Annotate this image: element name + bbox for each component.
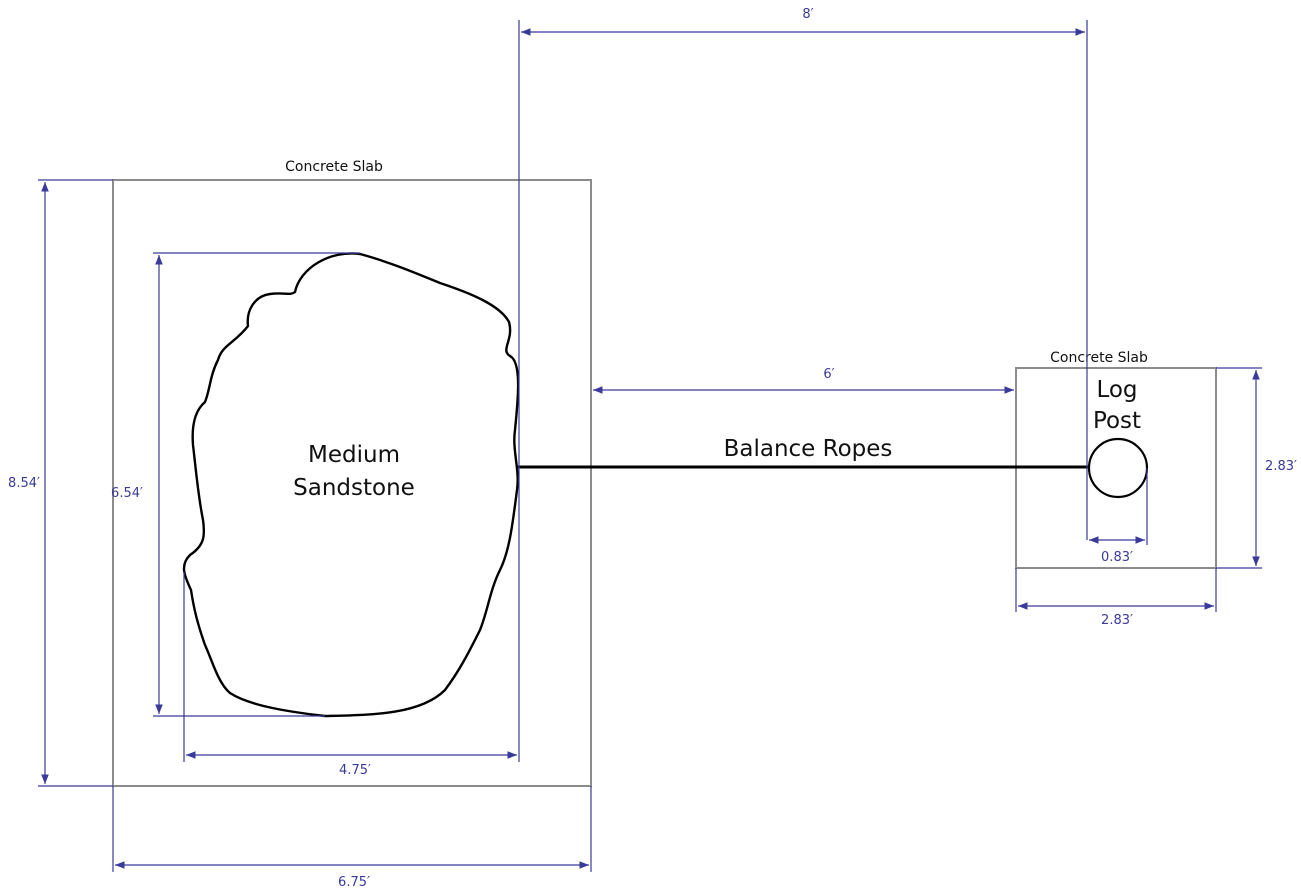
dim-right-slab-width: 2.83′ <box>1015 568 1217 628</box>
rope-label: Balance Ropes <box>724 436 893 462</box>
rock-label-line1: Medium <box>308 442 400 468</box>
left-slab-label: Concrete Slab <box>285 159 383 175</box>
dim-rock-width-text: 4.75′ <box>339 763 371 778</box>
post-label-line2: Post <box>1093 408 1141 434</box>
log-post-circle <box>1087 437 1149 499</box>
dim-post-diameter: 0.83′ <box>1089 468 1148 565</box>
dim-left-slab-width-text: 6.75′ <box>338 875 370 890</box>
dim-left-slab-height: 8.54′ <box>8 179 113 787</box>
dim-top-span-text: 8′ <box>802 7 813 22</box>
dim-post-diameter-text: 0.83′ <box>1101 550 1133 565</box>
dim-rope-span-text: 6′ <box>823 367 834 382</box>
dim-rock-height-text: 6.54′ <box>111 486 143 501</box>
dim-rock-height: 6.54′ <box>111 252 360 717</box>
sandstone-rock <box>182 252 520 718</box>
dim-right-slab-height-text: 2.83′ <box>1265 459 1297 474</box>
dim-top-span: 8′ <box>518 7 1088 540</box>
dim-right-slab-height: 2.83′ <box>1216 367 1297 569</box>
dim-left-slab-width: 6.75′ <box>112 786 592 890</box>
right-slab-label: Concrete Slab <box>1050 350 1148 366</box>
dim-rope-span: 6′ <box>593 367 1014 394</box>
dim-rock-width: 4.75′ <box>183 460 520 778</box>
rock-label-line2: Sandstone <box>293 475 415 501</box>
dim-right-slab-width-text: 2.83′ <box>1101 613 1133 628</box>
left-concrete-slab <box>112 179 592 787</box>
post-label-line1: Log <box>1096 377 1137 403</box>
dim-left-slab-height-text: 8.54′ <box>8 476 40 491</box>
